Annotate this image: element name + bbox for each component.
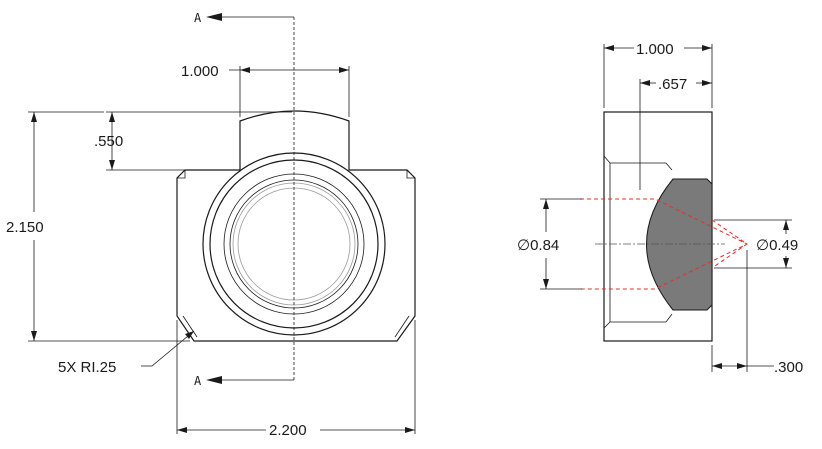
radius-note: 5X RI.25 [58, 330, 195, 376]
dim-large-diameter-text: ∅0.84 [517, 237, 559, 254]
dim-overall-depth: 1.000 [603, 41, 713, 108]
dim-overall-depth-text: 1.000 [636, 41, 674, 58]
front-view-outline [176, 110, 416, 342]
dim-overall-width-text: 2.200 [269, 422, 307, 439]
dim-top-width-text: 1.000 [181, 63, 219, 80]
dim-boss-height-text: .550 [94, 133, 123, 150]
spherical-seat-section [646, 178, 713, 311]
dim-overall-height-text: 2.150 [6, 219, 44, 236]
section-arrow-top-head [206, 13, 222, 21]
dim-small-diameter-text: ∅0.49 [756, 237, 798, 254]
hidden-lines [580, 198, 749, 290]
section-label-top: A [194, 11, 202, 25]
section-label-bottom: A [194, 374, 202, 388]
dim-counterbore-depth-text: .657 [658, 76, 687, 93]
dim-overall-width: 2.200 [176, 320, 416, 439]
front-view: A A 1.000 .550 2 [6, 11, 416, 439]
dim-large-diameter: ∅0.84 [517, 198, 582, 290]
dim-small-diameter: ∅0.49 [714, 219, 798, 269]
dim-counterbore-depth: .657 [639, 76, 712, 190]
dim-top-width: 1.000 [181, 63, 350, 117]
radius-note-text: 5X RI.25 [58, 359, 116, 376]
dim-overall-height: 2.150 [6, 111, 190, 342]
section-line-a: A A [194, 11, 295, 388]
dim-hole-depth-text: .300 [774, 359, 803, 376]
front-view-chamfer-lines [177, 170, 415, 338]
counterbore-step [603, 155, 673, 329]
side-view: 1.000 .657 ∅0.84 [517, 41, 803, 376]
dim-hole-depth: .300 [711, 250, 803, 376]
section-arrow-bottom-head [206, 376, 222, 384]
dim-boss-height: .550 [94, 111, 292, 171]
